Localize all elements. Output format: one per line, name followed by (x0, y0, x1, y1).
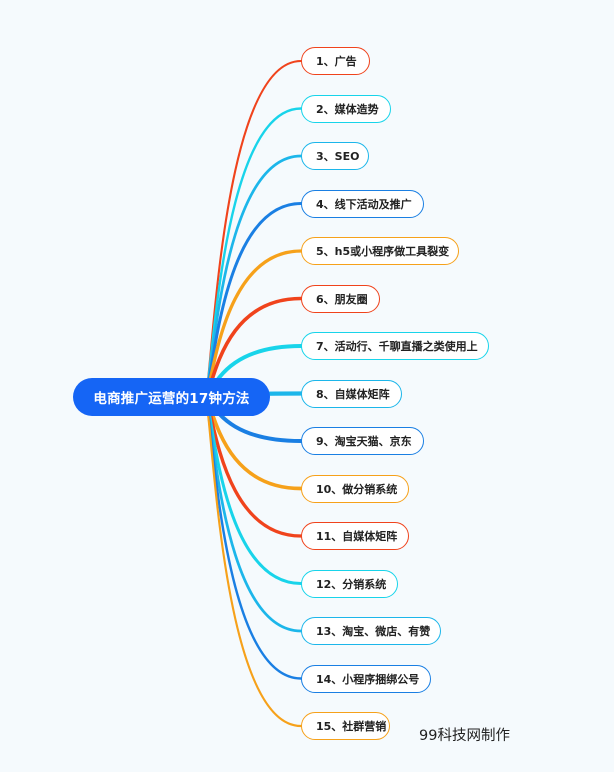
branch-node[interactable]: 3、SEO (301, 142, 369, 170)
credit-text: 99科技网制作 (419, 728, 510, 744)
branch-node[interactable]: 1、广告 (301, 47, 370, 75)
branch-node[interactable]: 6、朋友圈 (301, 284, 380, 313)
branch-node[interactable]: 7、活动行、千聊直播之类使用上 (301, 332, 489, 360)
branch-node[interactable]: 10、做分销系统 (301, 474, 409, 503)
root-topic[interactable]: 电商推广运营的17钟方法 (73, 378, 270, 416)
branch-node[interactable]: 15、社群营销 (301, 712, 390, 740)
branch-node[interactable]: 12、分销系统 (301, 569, 398, 598)
branch-connector (204, 395, 303, 728)
branch-node[interactable]: 11、自媒体矩阵 (301, 522, 409, 550)
branch-node[interactable]: 8、自媒体矩阵 (301, 379, 402, 408)
branch-node[interactable]: 9、淘宝天猫、京东 (301, 427, 424, 455)
branch-node[interactable]: 13、淘宝、微店、有赞 (301, 617, 441, 645)
branch-node[interactable]: 5、h5或小程序做工具裂变 (301, 237, 459, 265)
branch-node[interactable]: 2、媒体造势 (301, 94, 391, 123)
branch-node[interactable]: 4、线下活动及推广 (301, 189, 424, 218)
branch-node[interactable]: 14、小程序捆绑公号 (301, 664, 431, 693)
